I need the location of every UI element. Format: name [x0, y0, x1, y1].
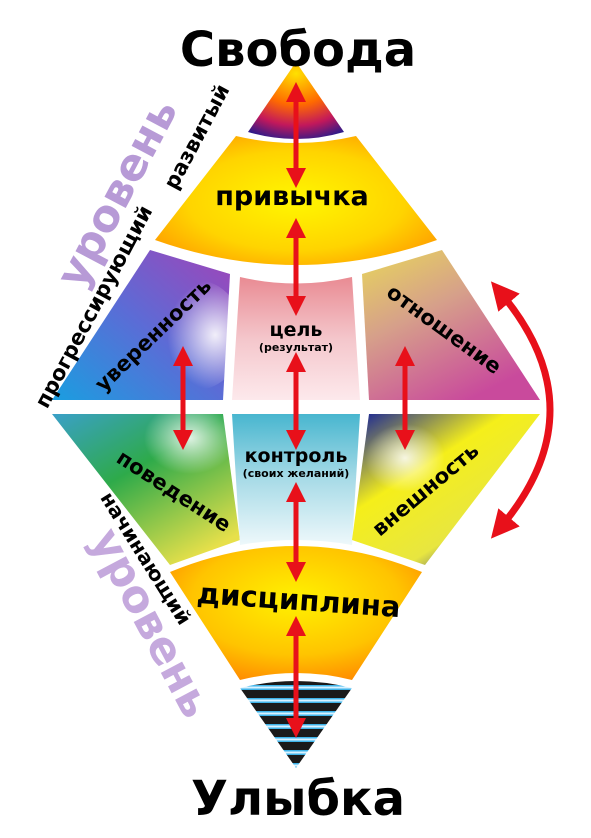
confidence-cell-highlight	[148, 280, 244, 390]
goal-cell	[232, 277, 360, 400]
habit-label: привычка	[215, 181, 368, 212]
control-sub-label: (своих желаний)	[243, 467, 350, 480]
appearance-cell-highlight	[365, 424, 445, 492]
goal-sub-label: (результат)	[259, 341, 333, 354]
control-cell	[232, 414, 360, 545]
control-label: контроль	[245, 445, 348, 467]
behavior-cell-highlight	[144, 402, 236, 474]
habit-band	[155, 136, 437, 265]
goal-label: цель	[270, 319, 323, 341]
arrow-attitude-appearance-curved	[490, 281, 554, 539]
discipline-band	[170, 546, 422, 680]
top-title: Свобода	[180, 22, 416, 78]
bottom-title: Улыбка	[191, 771, 405, 827]
